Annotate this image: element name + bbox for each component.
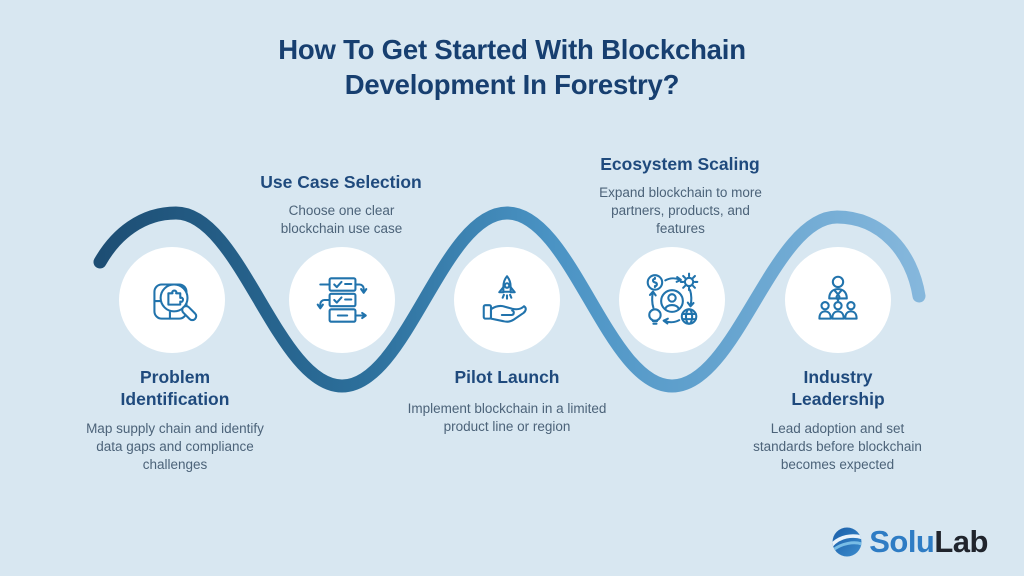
- step-circle-pilot-launch: [454, 247, 560, 353]
- step-description-pilot-launch: Implement blockchain in a limited produc…: [407, 401, 607, 434]
- step-circle-industry-leadership: [785, 247, 891, 353]
- brand-name-second: Lab: [934, 524, 988, 559]
- ecosystem-cycle-icon: [646, 272, 699, 325]
- step-title-problem-identification: Problem Identification: [120, 367, 230, 409]
- step-title-ecosystem-scaling: Ecosystem Scaling: [600, 154, 760, 174]
- step-circle-problem-identification: [119, 247, 225, 353]
- step-description-problem-identification: Map supply chain and identify data gaps …: [86, 421, 264, 472]
- leadership-team-icon: [818, 275, 858, 320]
- magnifier-puzzle-icon: [153, 283, 198, 322]
- solulab-logo: SoluLab: [831, 522, 988, 562]
- solulab-sphere-icon: [832, 527, 862, 557]
- hand-rocket-icon: [482, 275, 527, 323]
- step-circle-ecosystem-scaling: [619, 247, 725, 353]
- step-description-use-case-selection: Choose one clear blockchain use case: [280, 203, 403, 236]
- page-title: How To Get Started With Blockchain Devel…: [278, 34, 746, 101]
- step-title-pilot-launch: Pilot Launch: [454, 367, 560, 387]
- step-circle-use-case-selection: [289, 247, 395, 353]
- brand-name-first: Solu: [869, 524, 935, 559]
- step-description-ecosystem-scaling: Expand blockchain to more partners, prod…: [599, 185, 762, 236]
- step-title-industry-leadership: Industry Leadership: [791, 367, 885, 409]
- step-title-use-case-selection: Use Case Selection: [260, 172, 422, 192]
- brand-name: SoluLab: [869, 522, 988, 562]
- workflow-checklist-icon: [316, 277, 368, 323]
- step-description-industry-leadership: Lead adoption and set standards before b…: [753, 421, 922, 472]
